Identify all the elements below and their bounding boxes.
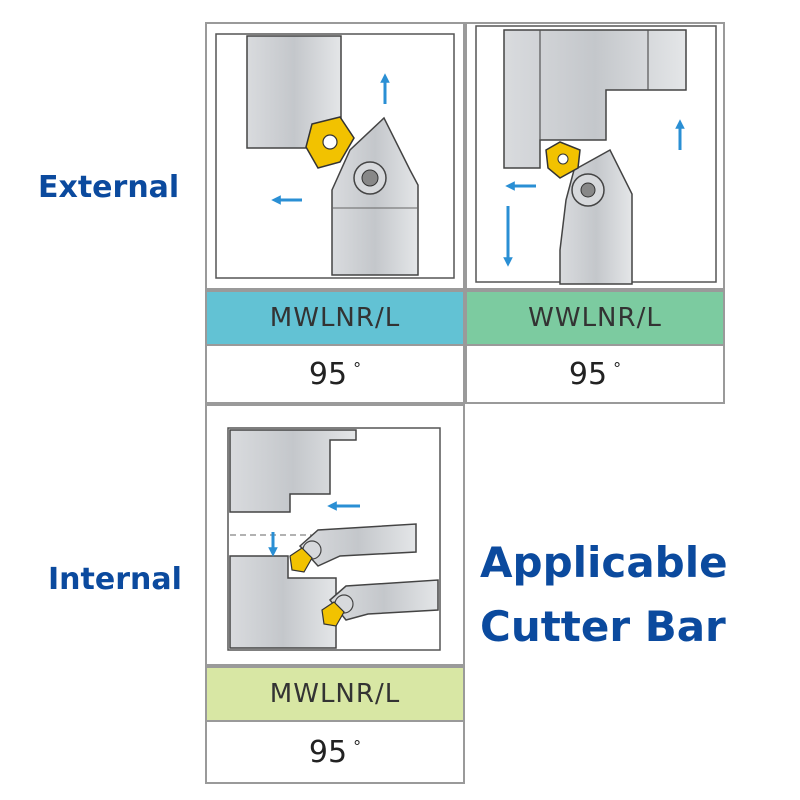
external-mwlnr-name: MWLNR/L	[269, 303, 401, 333]
external-mwlnr-angle: 95	[308, 356, 348, 392]
workpiece-upper	[229, 429, 357, 513]
insert-icon	[321, 601, 345, 627]
workpiece	[503, 29, 687, 169]
insert-icon	[289, 547, 313, 573]
external-mwlnr-degree: °	[353, 358, 362, 378]
external-wwlnr-angle-band: 95°	[465, 346, 725, 404]
workpiece-lower	[229, 555, 337, 649]
internal-mwlnr-angle: 95	[308, 734, 348, 770]
external-label: External	[38, 170, 180, 205]
tool-holder	[331, 116, 419, 276]
internal-label: Internal	[48, 562, 182, 597]
external-wwlnr-name-band: WWLNR/L	[465, 290, 725, 346]
external-mwlnr-angle-band: 95°	[205, 346, 465, 404]
external-wwlnr-drawing	[475, 25, 717, 285]
internal-mwlnr-drawing	[227, 427, 441, 651]
external-mwlnr-drawing	[215, 33, 455, 279]
internal-mwlnr-name: MWLNR/L	[269, 679, 401, 709]
external-wwlnr-degree: °	[613, 358, 622, 378]
applicable-title-line2: Cutter Bar	[480, 602, 726, 651]
external-wwlnr-angle: 95	[568, 356, 608, 392]
applicable-title-line1: Applicable	[480, 538, 728, 587]
internal-mwlnr-name-band: MWLNR/L	[205, 666, 465, 722]
internal-mwlnr-angle-band: 95°	[205, 722, 465, 784]
boring-bar-lower	[328, 579, 439, 621]
boring-bar-upper	[298, 523, 417, 567]
internal-mwlnr-degree: °	[353, 736, 362, 756]
external-wwlnr-name: WWLNR/L	[528, 303, 662, 333]
external-mwlnr-name-band: MWLNR/L	[205, 290, 465, 346]
